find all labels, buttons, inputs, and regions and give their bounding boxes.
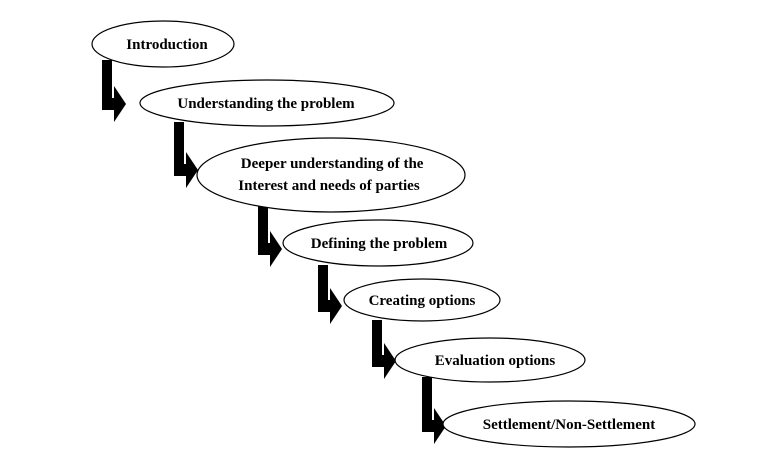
step-label: Understanding the problem [177,96,355,112]
svg-text:Deeper understanding of the: Deeper understanding of the Interest and… [238,156,427,194]
svg-text:Introduction: Introduction [126,37,208,53]
step-creating-options: Creating options [343,278,501,322]
connector-arrow [318,265,342,324]
arrows-layer [102,60,446,444]
svg-text:Creating options: Creating options [369,293,476,309]
connector-arrow [372,320,396,379]
svg-text:Settlement/Non-Settlement: Settlement/Non-Settlement [483,417,655,433]
svg-text:Evaluation options: Evaluation options [435,353,556,369]
step-ellipse [196,137,466,213]
step-label: Introduction [126,37,208,53]
nodes-layer: Introduction Understanding the problem D… [91,20,696,448]
svg-text:Understanding the problem: Understanding the problem [177,96,355,112]
step-label-line-1: Deeper understanding of the [241,156,424,172]
step-evaluation-options: Evaluation options [394,337,586,383]
svg-text:Defining the problem: Defining the problem [311,236,448,252]
step-label: Defining the problem [311,236,448,252]
step-ellipse [343,278,501,322]
step-understanding-the-problem: Understanding the problem [139,79,395,127]
step-ellipse [282,219,474,267]
connector-arrow [422,377,446,444]
step-settlement: Settlement/Non-Settlement [442,400,696,448]
connector-arrow [258,206,282,267]
step-label: Creating options [369,293,476,309]
step-ellipse [91,20,235,68]
step-label-line-2: Interest and needs of parties [238,178,420,194]
step-ellipse [139,79,395,127]
step-defining-the-problem: Defining the problem [282,219,474,267]
connector-arrow [102,60,126,122]
step-deeper-understanding: Deeper understanding of the Interest and… [196,137,466,213]
step-label: Settlement/Non-Settlement [483,417,655,433]
connector-arrow [174,122,198,188]
step-label: Evaluation options [435,353,556,369]
step-introduction: Introduction [91,20,235,68]
step-ellipse [442,400,696,448]
step-ellipse [394,337,586,383]
